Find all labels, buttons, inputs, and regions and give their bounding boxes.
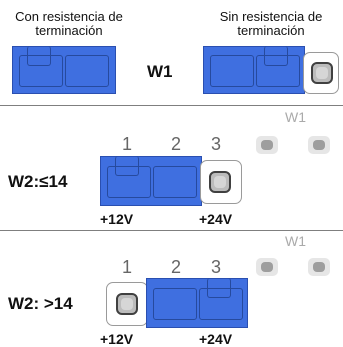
divider <box>0 230 343 231</box>
pad-icon <box>308 258 330 276</box>
connector-w2-le14 <box>100 156 202 206</box>
connector-cell <box>107 166 151 198</box>
right-caption: Sin resistencia de terminación <box>206 10 336 38</box>
pin-number: 2 <box>170 134 181 154</box>
divider <box>0 105 343 106</box>
pad-icon <box>308 136 330 154</box>
w1-label: W1 <box>147 62 173 81</box>
voltage-label-24v: +24V <box>199 211 233 227</box>
voltage-label-12v: +12V <box>100 211 134 227</box>
connector-w2-gt14 <box>146 278 248 328</box>
jumper-frame <box>303 52 339 94</box>
jumper-frame <box>106 282 148 326</box>
right-caption-line1: Sin resistencia de <box>219 9 323 24</box>
jumper-frame <box>200 160 242 204</box>
w2-label: W2:≤14 <box>8 172 68 191</box>
voltage-label-24v: +24V <box>199 331 233 347</box>
voltage-label-12v: +12V <box>100 331 134 347</box>
connector-tab <box>207 278 231 298</box>
w1-grey-label: W1 <box>285 109 306 125</box>
connector-with-termination <box>12 46 116 94</box>
pin-number: 2 <box>170 257 181 277</box>
pin-number: 3 <box>210 134 221 154</box>
connector-tab <box>264 46 288 66</box>
w2-label: W2: >14 <box>8 294 73 313</box>
left-caption-line2: terminación <box>35 23 103 38</box>
connector-cell <box>210 55 254 87</box>
pin-number: 1 <box>121 257 132 277</box>
pad-icon <box>256 136 278 154</box>
jumper-icon <box>116 293 138 315</box>
connector-tab <box>27 46 51 66</box>
jumper-icon <box>311 62 333 84</box>
connector-cell <box>19 55 63 87</box>
pad-icon <box>256 258 278 276</box>
connector-cell <box>153 166 197 198</box>
w1-grey-label: W1 <box>285 233 306 249</box>
pin-number: 3 <box>210 257 221 277</box>
connector-cell <box>199 288 243 320</box>
connector-without-termination <box>203 46 305 94</box>
pin-number: 1 <box>121 134 132 154</box>
connector-tab <box>115 156 139 176</box>
jumper-icon <box>209 171 231 193</box>
connector-cell <box>256 55 300 87</box>
connector-cell <box>153 288 197 320</box>
left-caption: Con resistencia de terminación <box>4 10 134 38</box>
connector-cell <box>65 55 109 87</box>
right-caption-line2: terminación <box>237 23 305 38</box>
left-caption-line1: Con resistencia de <box>15 9 123 24</box>
